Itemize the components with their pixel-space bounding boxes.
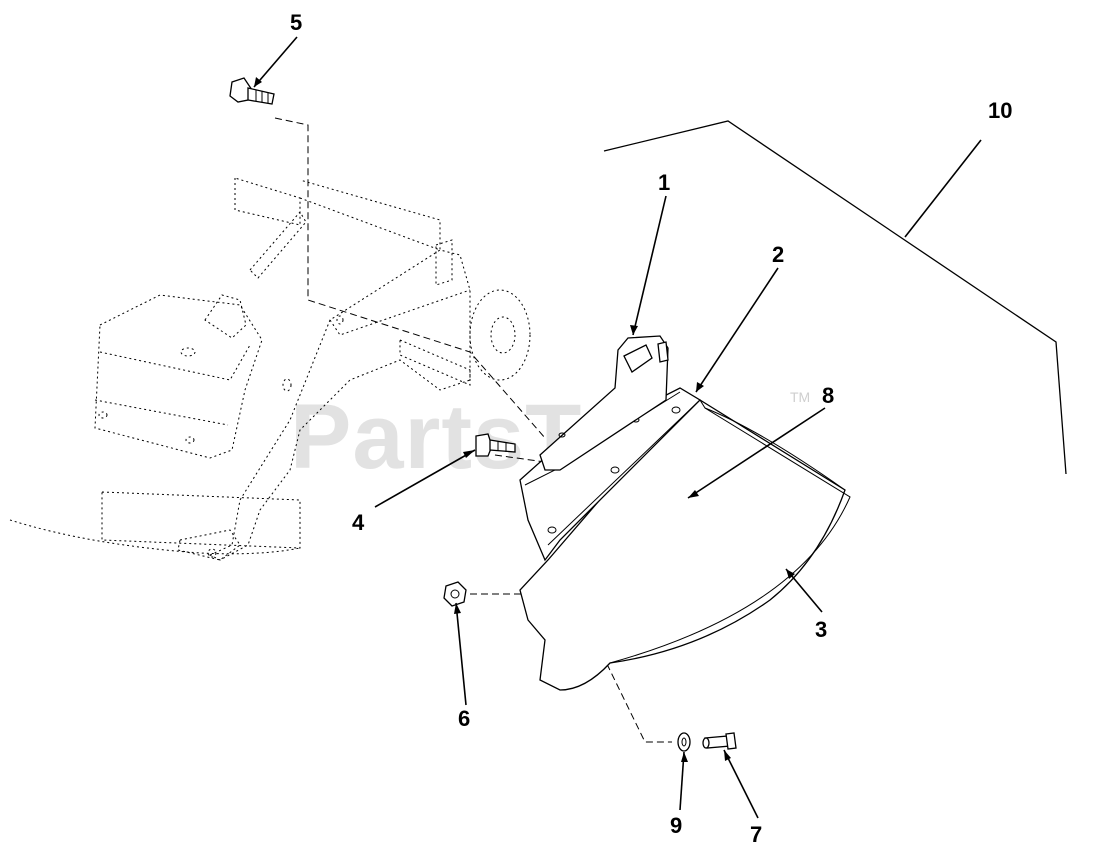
leader-8 [687, 407, 826, 499]
inner-channel [399, 339, 471, 386]
bracket-tab [657, 341, 669, 363]
knob-stud [247, 87, 275, 105]
mower-deck-assembly [9, 177, 471, 561]
engine-bolt-2 [185, 436, 195, 444]
part-7-pin[interactable] [702, 732, 737, 750]
washer-hole [681, 737, 687, 747]
leader-2 [695, 267, 779, 393]
callout-4[interactable]: 4 [352, 510, 365, 535]
leader-arrowheads [254, 77, 795, 762]
engine-housing-edge [99, 344, 251, 381]
frame-hole-1 [282, 378, 292, 392]
lower-skirt [101, 491, 301, 549]
engine-bolt-1 [98, 411, 108, 419]
hinge-hole-1 [671, 406, 681, 414]
part-10-outline-line [603, 120, 1067, 475]
part-5-knob[interactable] [229, 77, 275, 105]
callout-3[interactable]: 3 [815, 617, 827, 642]
wheel-hub [490, 316, 516, 354]
part-9-washer[interactable] [677, 732, 691, 752]
flange-nut-hole [450, 589, 460, 599]
shield-top-edge [704, 407, 846, 491]
side-frame-edge [329, 289, 471, 336]
callout-7[interactable]: 7 [750, 822, 762, 847]
arrow-7 [724, 750, 731, 761]
frame-post [435, 239, 453, 286]
pin-head [725, 732, 737, 750]
engine-housing-edge-2 [94, 399, 229, 426]
arrow-4 [463, 450, 475, 458]
arrow-6 [454, 603, 461, 614]
part-3-deflector-shield [519, 399, 846, 691]
bracket-hole [558, 432, 566, 438]
deck-base-curve [9, 519, 301, 555]
upper-arm [249, 211, 307, 279]
knob-threads [255, 90, 269, 103]
leader-4 [374, 449, 476, 508]
callout-9[interactable]: 9 [670, 813, 682, 838]
side-frame [208, 249, 471, 561]
shield-lower-edge [609, 399, 851, 664]
rear-wheel [469, 289, 531, 381]
flange-nut-hex [443, 581, 467, 607]
washer-ring [677, 732, 691, 752]
arrow-3 [786, 569, 795, 579]
pin-end [702, 737, 710, 749]
hinge-hole-3 [547, 526, 557, 534]
upper-plate [234, 177, 301, 226]
bolt-head [475, 433, 493, 457]
part-4-bolt[interactable] [475, 433, 516, 457]
engine-housing [94, 294, 263, 459]
leader-6 [455, 602, 467, 706]
callout-8[interactable]: 8 [822, 383, 834, 408]
callout-6[interactable]: 6 [458, 706, 470, 731]
bolt-shank [489, 439, 516, 453]
arrow-9 [681, 752, 688, 762]
align-line-knob [274, 117, 546, 439]
control-bracket [204, 294, 247, 339]
arrow-8 [688, 490, 699, 498]
part-6-flange-nut[interactable] [443, 581, 467, 607]
frame-hole-2 [336, 315, 344, 325]
arrow-5 [254, 77, 262, 87]
leader-5 [253, 36, 298, 88]
leader-7 [723, 749, 759, 819]
callout-1[interactable]: 1 [658, 170, 670, 195]
engine-hole [180, 347, 196, 357]
deflector-assembly[interactable] [519, 335, 851, 691]
hinge-rod-line [547, 399, 701, 546]
bolt-threads [497, 441, 507, 452]
callout-2[interactable]: 2 [772, 242, 784, 267]
lower-bracket [177, 529, 241, 561]
arrow-1 [630, 325, 638, 335]
bracket-slot [623, 344, 653, 373]
leader-1 [632, 195, 667, 336]
leader-10 [904, 139, 982, 238]
lower-bracket-hole [207, 548, 217, 558]
callout-5[interactable]: 5 [290, 10, 302, 35]
part-10-outline[interactable] [603, 120, 1067, 475]
hinge-hole-2 [610, 466, 620, 474]
watermark-trademark: TM [790, 389, 810, 405]
arrow-2 [696, 382, 704, 392]
wheel-tire [469, 289, 531, 381]
callout-10[interactable]: 10 [988, 98, 1012, 123]
upper-frame-bar [299, 179, 441, 251]
callout-labels: 5 1 2 3 4 8 6 9 7 10 [290, 10, 1012, 847]
